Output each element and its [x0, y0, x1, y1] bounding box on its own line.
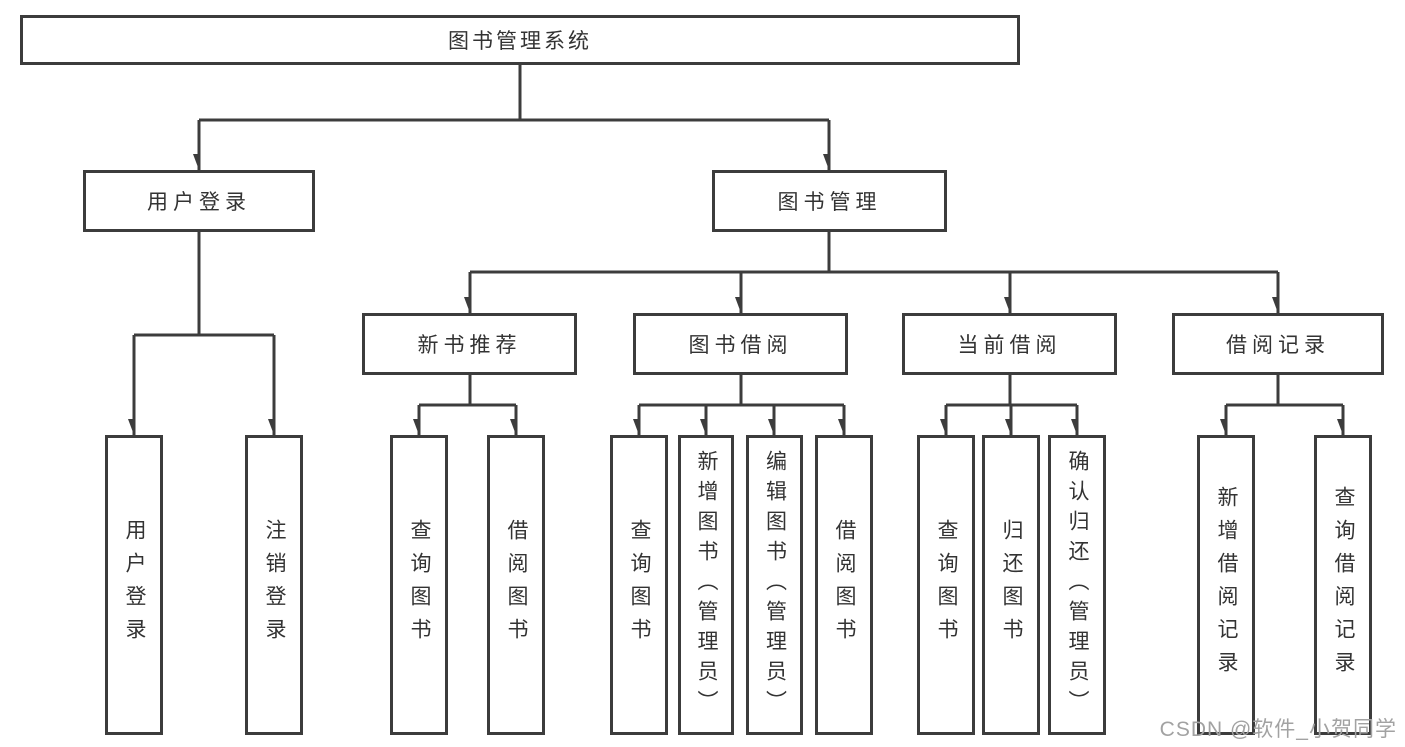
- leaf-add-books-admin: 新增图书（管理员）: [678, 435, 734, 735]
- leaf-recommend-borrow-books: 借阅图书: [487, 435, 545, 735]
- node-library-management-system: 图书管理系统: [20, 15, 1020, 65]
- leaf-add-borrow-record: 新增借阅记录: [1197, 435, 1255, 735]
- node-new-book-recommend: 新书推荐: [362, 313, 577, 375]
- leaf-query-borrow-record: 查询借阅记录: [1314, 435, 1372, 735]
- leaf-edit-books-admin: 编辑图书（管理员）: [746, 435, 803, 735]
- leaf-return-books: 归还图书: [982, 435, 1040, 735]
- leaf-borrow-query-books: 查询图书: [610, 435, 668, 735]
- leaf-confirm-return-admin: 确认归还（管理员）: [1048, 435, 1106, 735]
- node-book-borrow: 图书借阅: [633, 313, 848, 375]
- node-current-borrow: 当前借阅: [902, 313, 1117, 375]
- node-user-login: 用户登录: [83, 170, 315, 232]
- leaf-user-login: 用户登录: [105, 435, 163, 735]
- node-borrow-records: 借阅记录: [1172, 313, 1384, 375]
- leaf-current-query-books: 查询图书: [917, 435, 975, 735]
- leaf-borrow-books: 借阅图书: [815, 435, 873, 735]
- node-book-management: 图书管理: [712, 170, 947, 232]
- leaf-recommend-query-books: 查询图书: [390, 435, 448, 735]
- leaf-logout: 注销登录: [245, 435, 303, 735]
